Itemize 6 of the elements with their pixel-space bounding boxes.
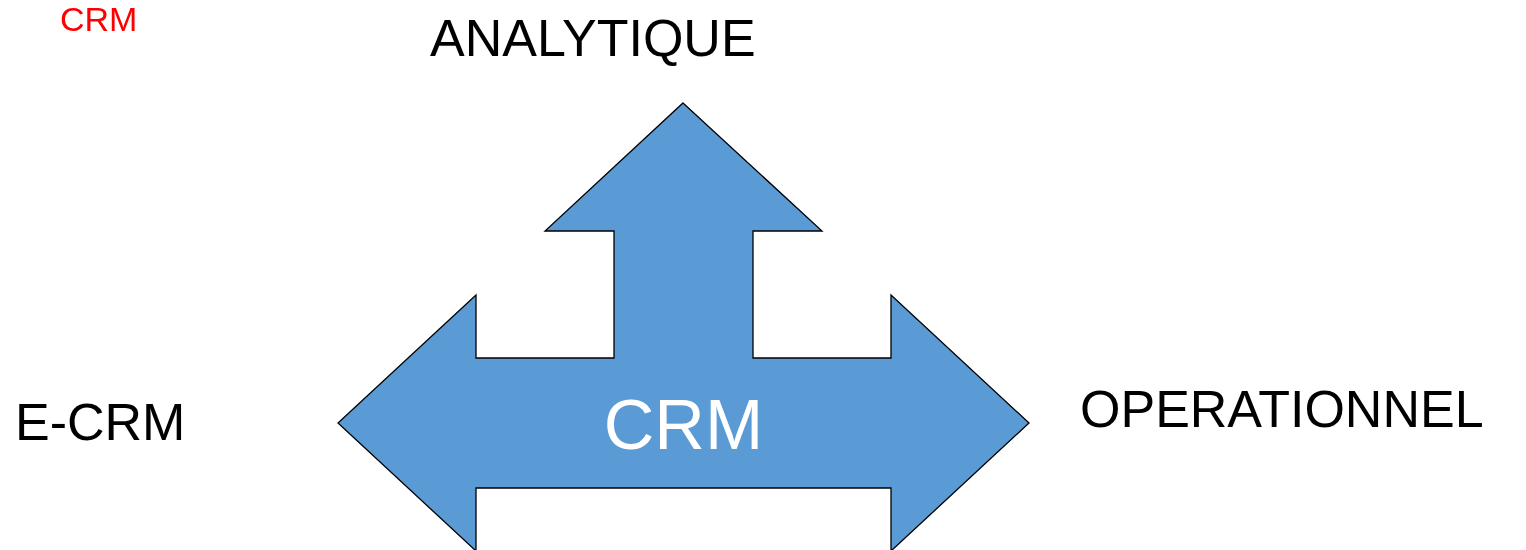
branch-label: E-CRM xyxy=(15,396,186,448)
three-way-arrow xyxy=(338,103,1029,550)
branch-label: ANALYTIQUE xyxy=(430,12,756,64)
title: CRM xyxy=(60,2,138,36)
arrow-label: CRM xyxy=(602,390,765,460)
branch-label: OPERATIONNEL xyxy=(1080,383,1484,435)
